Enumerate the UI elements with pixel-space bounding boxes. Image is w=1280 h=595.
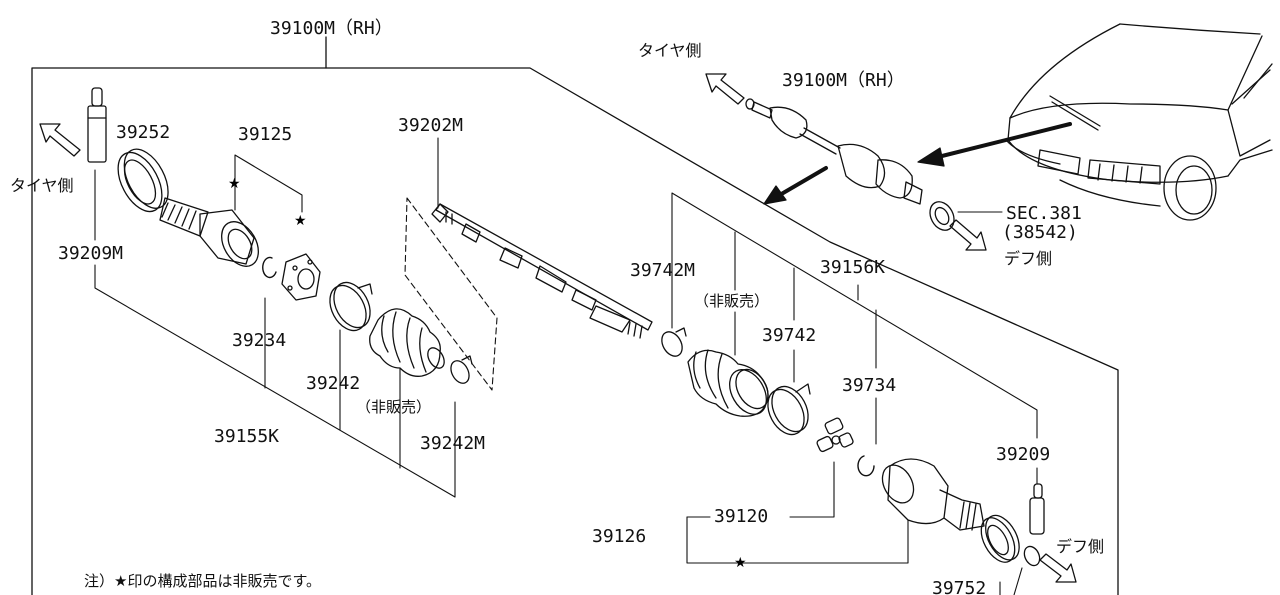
arrow-tire-left [39, 123, 81, 157]
label-39202m: 39202M [398, 115, 464, 136]
arrow-diff-bottom [1039, 553, 1077, 583]
label-not-sold-1: （非販売） [356, 398, 432, 416]
boot-right [687, 349, 769, 417]
label-39242m: 39242M [420, 433, 486, 454]
label-diff-side-right: デフ側 [1004, 249, 1053, 268]
label-39742: 39742 [762, 325, 817, 346]
seal-39252 [117, 148, 169, 213]
band-39742 [767, 383, 811, 436]
label-sec-381: SEC.381 [1006, 203, 1082, 224]
label-39125: 39125 [238, 124, 293, 145]
clip-39742m [661, 327, 687, 357]
label-tire-side-top: タイヤ側 [638, 41, 702, 60]
arrow-tire-top [705, 73, 745, 105]
car-outline [1005, 23, 1273, 221]
pointer-arrows [763, 122, 1072, 205]
star-mark-2: ★ [294, 213, 307, 229]
clip-39234 [262, 256, 277, 279]
label-39120: 39120 [714, 506, 769, 527]
label-39100m-rh-main: 39100M（RH） [270, 18, 393, 39]
footnote: 注）★印の構成部品は非販売です。 [84, 572, 321, 590]
label-39209: 39209 [996, 444, 1051, 465]
boot-left [369, 308, 445, 377]
label-39155k: 39155K [214, 426, 280, 447]
mini-driveshaft [745, 98, 955, 231]
bolt-39209 [1029, 483, 1045, 535]
label-39209m: 39209M [58, 243, 124, 264]
label-39752: 39752 [932, 578, 987, 595]
label-39234: 39234 [232, 330, 287, 351]
star-mark-3: ★ [734, 555, 747, 571]
snap-ring-39734 [857, 455, 875, 477]
small-ring [1023, 545, 1041, 567]
label-39242: 39242 [306, 373, 361, 394]
bolt-39209m [87, 87, 107, 163]
label-tire-side-left: タイヤ側 [10, 176, 74, 195]
label-39742m: 39742M [630, 260, 696, 281]
band-39242m [450, 355, 473, 384]
outer-joint [159, 197, 259, 267]
label-39734: 39734 [842, 375, 897, 396]
label-39252: 39252 [116, 122, 171, 143]
label-39100m-rh-small: 39100M（RH） [782, 70, 905, 91]
dashed-group-box [404, 197, 498, 391]
shaft-39202m [431, 203, 653, 339]
arrow-diff-right [949, 219, 987, 251]
label-diff-side-bottom: デフ側 [1056, 537, 1105, 556]
assembly-frame [31, 36, 1119, 595]
band-39242 [329, 281, 373, 332]
tripod [816, 417, 854, 453]
leader-lines [94, 137, 1038, 595]
label-not-sold-2: （非販売） [694, 292, 770, 310]
label-sec-38542: (38542) [1002, 222, 1078, 243]
star-mark-1: ★ [228, 176, 241, 192]
cage-bearing [281, 253, 321, 301]
seal-39752 [980, 514, 1020, 563]
label-39156k: 39156K [820, 257, 886, 278]
label-39126: 39126 [592, 526, 647, 547]
inner-housing [881, 458, 985, 531]
